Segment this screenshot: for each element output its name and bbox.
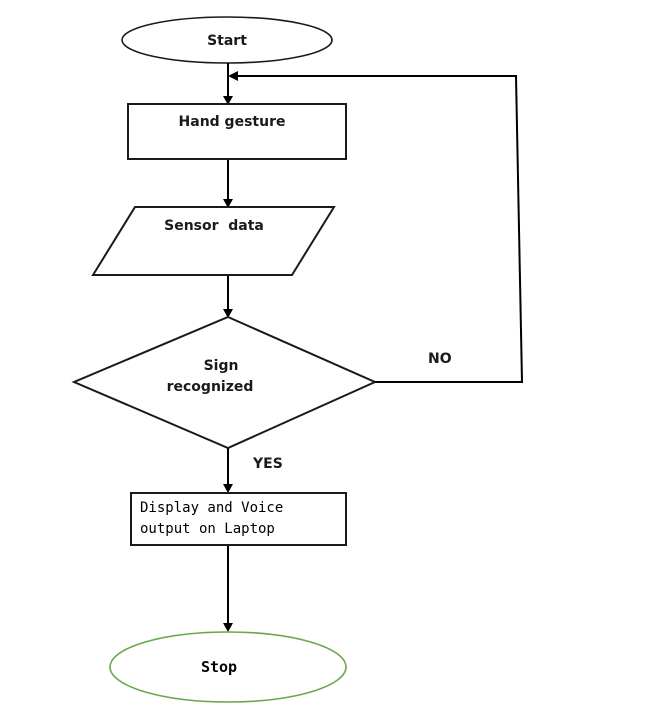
display-voice-output-process: [130, 492, 347, 546]
stop-terminator: [109, 631, 347, 703]
decision-label-line1: Sign: [204, 358, 239, 374]
arrowhead-stop: [223, 623, 233, 632]
start-label: Start: [207, 33, 247, 49]
arrowhead-no-loop: [228, 71, 238, 81]
decision-label-line2: recognized: [167, 379, 254, 395]
connector-no-loop: [236, 75, 524, 383]
output-label-line1: Display and Voice: [140, 500, 283, 516]
hand-gesture-process: [127, 103, 347, 160]
sensor-data-label: Sensor data: [164, 218, 264, 234]
yes-label: YES: [252, 456, 283, 472]
arrowhead-gesture: [223, 96, 233, 105]
output-label-line2: output on Laptop: [140, 521, 275, 537]
arrowhead-sensor: [223, 199, 233, 208]
sensor-data-io: [91, 206, 336, 276]
no-label: NO: [428, 351, 452, 367]
hand-gesture-label: Hand gesture: [179, 114, 286, 130]
stop-label: Stop: [201, 658, 237, 676]
arrowhead-decision: [223, 309, 233, 318]
arrowhead-output: [223, 484, 233, 493]
